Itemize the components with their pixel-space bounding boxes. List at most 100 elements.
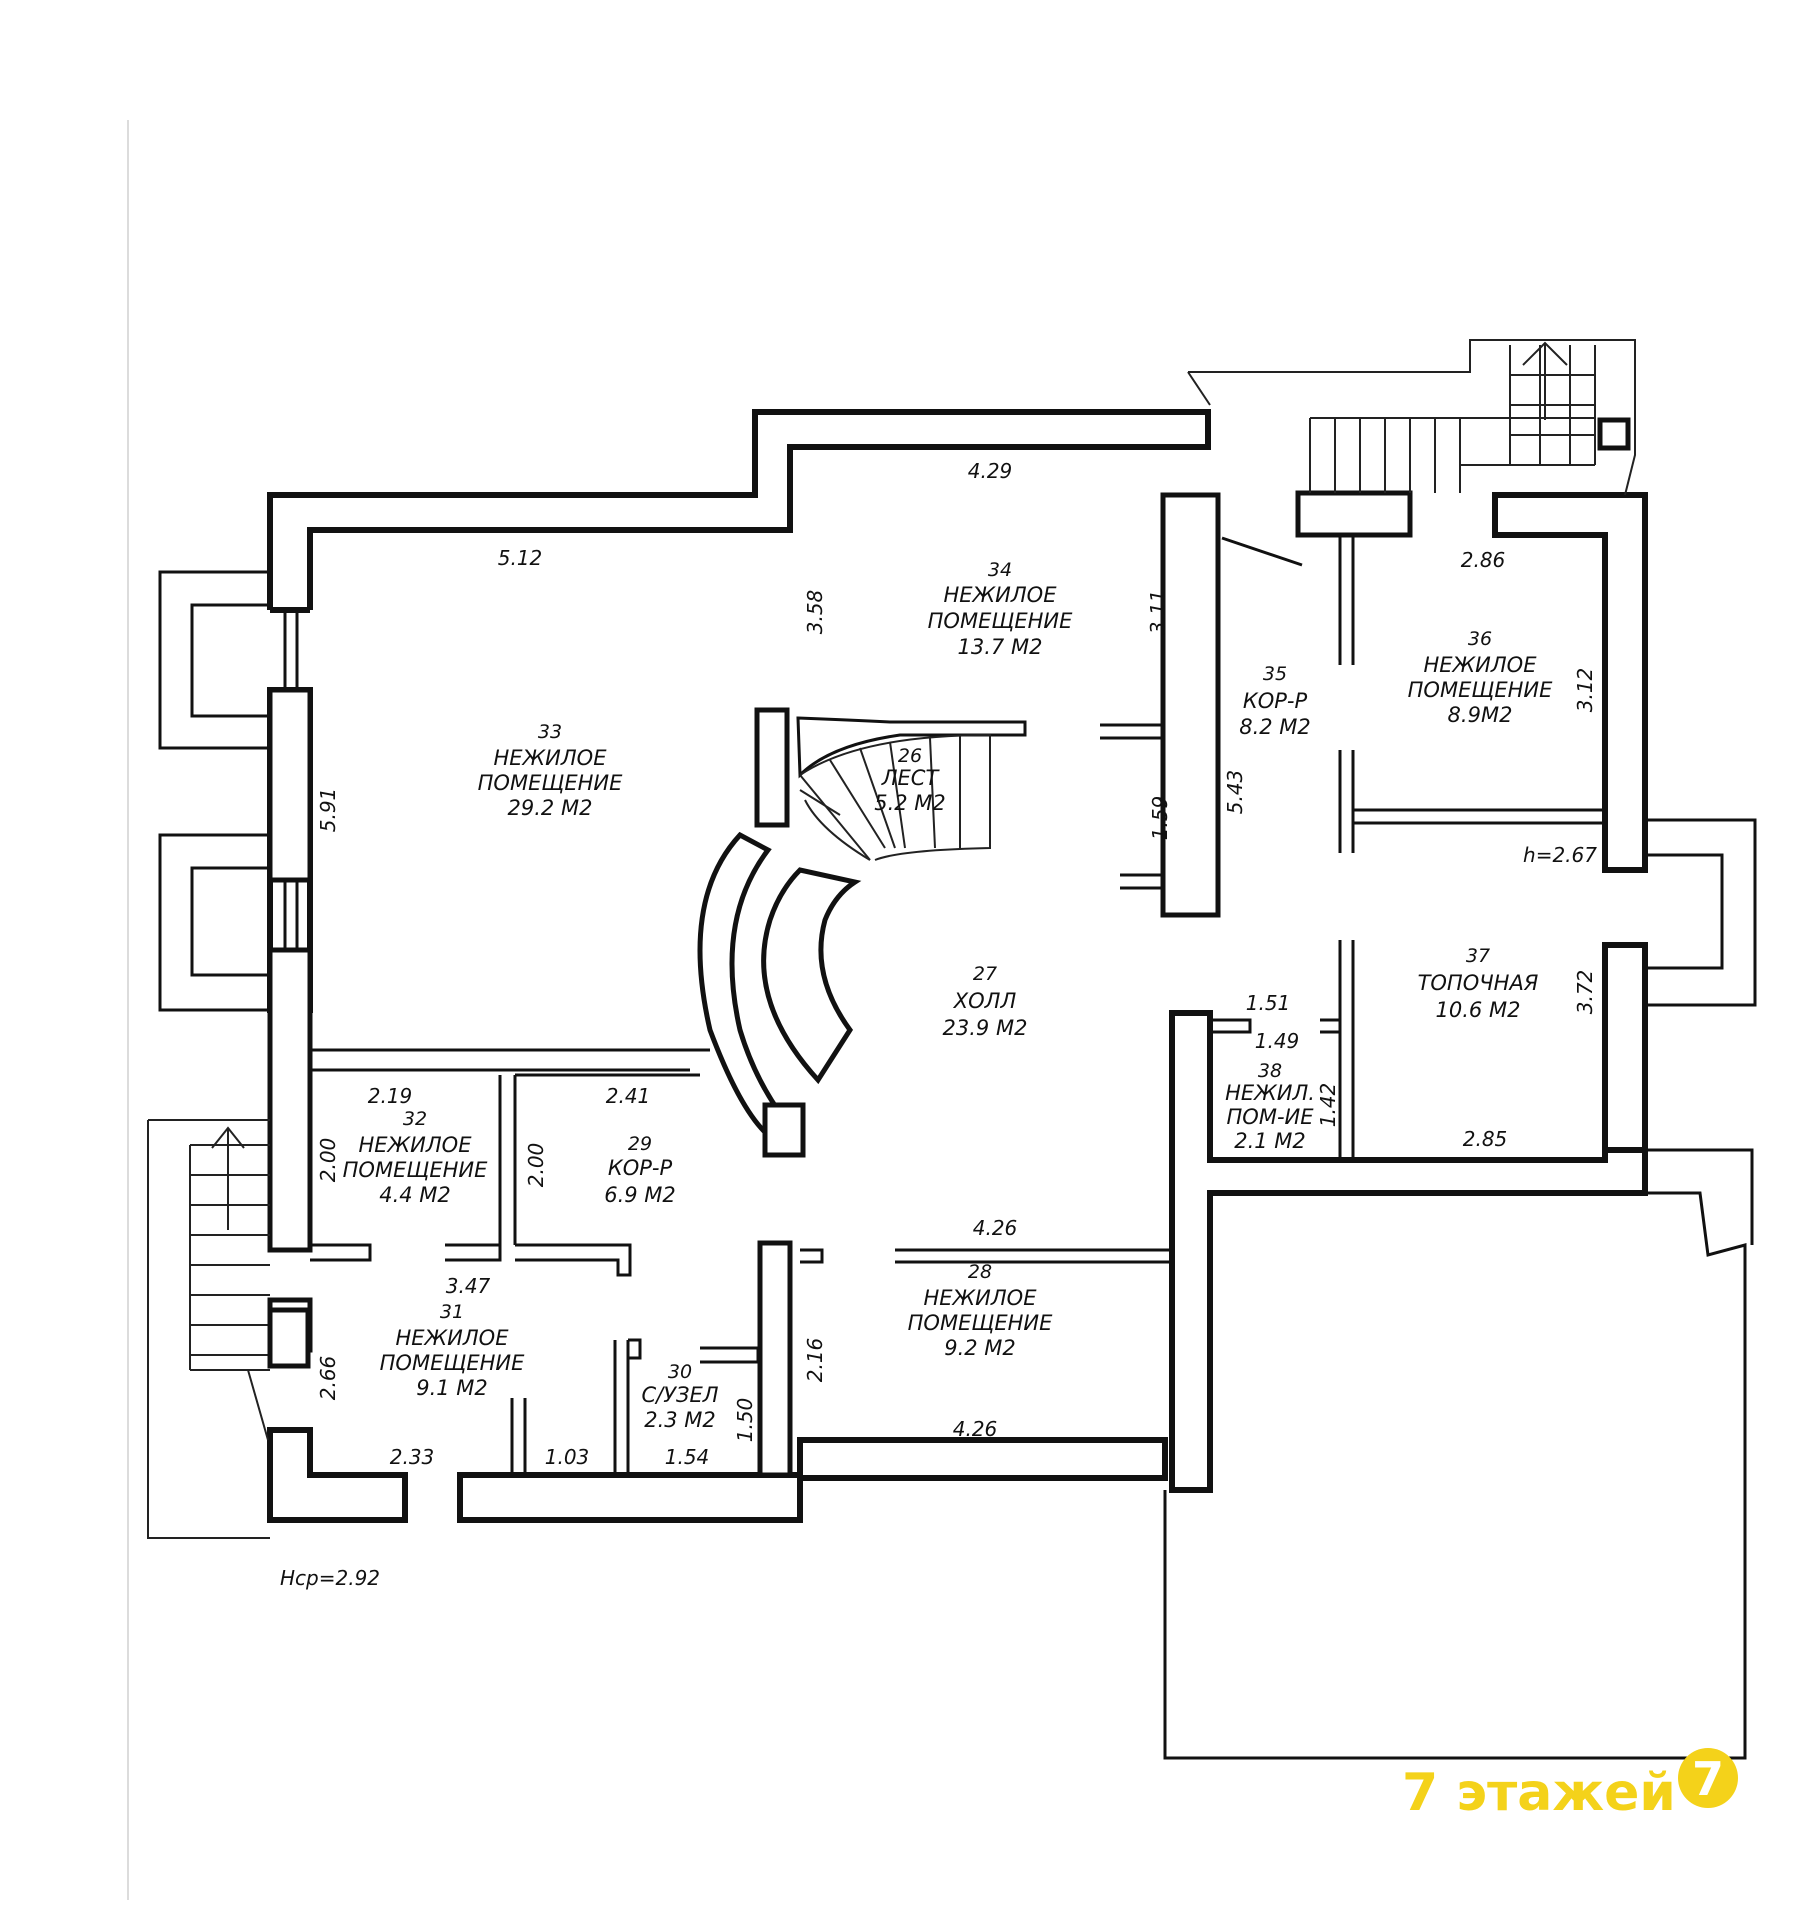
svg-text:НЕЖИЛОЕ: НЕЖИЛОЕ — [1424, 653, 1538, 677]
room-33: 33 НЕЖИЛОЕ ПОМЕЩЕНИЕ 29.2 М2 — [478, 721, 623, 820]
svg-text:2.3 М2: 2.3 М2 — [644, 1408, 716, 1432]
svg-text:29: 29 — [628, 1133, 652, 1155]
svg-text:ПОМ-ИЕ: ПОМ-ИЕ — [1227, 1105, 1315, 1129]
dim-1-03: 1.03 — [545, 1445, 590, 1469]
dim-2-41: 2.41 — [606, 1084, 651, 1108]
room-29: 29 КОР-Р 6.9 М2 — [604, 1133, 676, 1207]
dim-3-12: 3.12 — [1573, 668, 1597, 713]
dim-5-12: 5.12 — [498, 546, 543, 570]
dim-3-47: 3.47 — [446, 1274, 491, 1298]
dim-1-51: 1.51 — [1246, 991, 1291, 1015]
svg-text:ПОМЕЩЕНИЕ: ПОМЕЩЕНИЕ — [343, 1158, 488, 1182]
svg-text:30: 30 — [668, 1361, 692, 1383]
svg-text:НЕЖИЛОЕ: НЕЖИЛОЕ — [494, 746, 608, 770]
dim-2-86: 2.86 — [1461, 548, 1506, 572]
room-37: 37 ТОПОЧНАЯ 10.6 М2 — [1418, 945, 1539, 1022]
dim-2-66: 2.66 — [316, 1356, 340, 1401]
watermark-text: 7 этажей — [1402, 1763, 1676, 1823]
spiral-staircase — [697, 716, 1027, 1158]
svg-text:ЛЕСТ: ЛЕСТ — [881, 766, 941, 790]
dim-5-91: 5.91 — [316, 788, 340, 833]
corridor-left-wall — [1160, 492, 1221, 918]
dimension-labels: 4.29 5.12 3.58 3.11 2.86 3.12 5.91 1.59 … — [316, 459, 1597, 1469]
room-36: 36 НЕЖИЛОЕ ПОМЕЩЕНИЕ 8.9М2 — [1408, 628, 1553, 727]
room-34: 34 НЕЖИЛОЕ ПОМЕЩЕНИЕ 13.7 М2 — [928, 559, 1073, 659]
dim-2-00-b: 2.00 — [524, 1143, 548, 1188]
svg-text:НЕЖИЛОЕ: НЕЖИЛОЕ — [359, 1133, 473, 1157]
svg-text:34: 34 — [988, 559, 1012, 581]
dim-4-29: 4.29 — [968, 459, 1013, 483]
dim-4-26-top: 4.26 — [973, 1216, 1018, 1240]
room-38: 38 НЕЖИЛ. ПОМ-ИЕ 2.1 М2 — [1225, 1060, 1315, 1153]
left-bays — [158, 570, 299, 1012]
svg-text:КОР-Р: КОР-Р — [608, 1156, 673, 1180]
svg-text:НЕЖИЛОЕ: НЕЖИЛОЕ — [396, 1326, 510, 1350]
room-32: 32 НЕЖИЛОЕ ПОМЕЩЕНИЕ 4.4 М2 — [343, 1108, 488, 1207]
svg-text:ХОЛЛ: ХОЛЛ — [953, 989, 1017, 1013]
svg-text:2.1 М2: 2.1 М2 — [1234, 1129, 1306, 1153]
dim-1-50: 1.50 — [733, 1398, 757, 1443]
dim-1-42: 1.42 — [1316, 1083, 1340, 1128]
svg-text:23.9 М2: 23.9 М2 — [943, 1016, 1028, 1040]
room-31: 31 НЕЖИЛОЕ ПОМЕЩЕНИЕ 9.1 М2 — [380, 1301, 525, 1400]
svg-text:36: 36 — [1468, 628, 1492, 650]
top-right-external-stair — [1187, 339, 1636, 496]
average-height-note: Нср=2.92 — [280, 1566, 380, 1590]
dim-2-00-a: 2.00 — [316, 1138, 340, 1183]
dim-3-58: 3.58 — [803, 590, 827, 635]
dim-3-72: 3.72 — [1573, 970, 1597, 1015]
svg-text:32: 32 — [403, 1108, 427, 1130]
dim-2-19: 2.19 — [368, 1084, 413, 1108]
dim-1-59: 1.59 — [1148, 796, 1172, 841]
left-external-stair — [147, 1119, 311, 1539]
svg-text:ПОМЕЩЕНИЕ: ПОМЕЩЕНИЕ — [908, 1311, 1053, 1335]
dim-1-54: 1.54 — [665, 1445, 710, 1469]
svg-text:ТОПОЧНАЯ: ТОПОЧНАЯ — [1418, 971, 1539, 995]
room-28: 28 НЕЖИЛОЕ ПОМЕЩЕНИЕ 9.2 М2 — [908, 1261, 1053, 1360]
dim-2-33: 2.33 — [390, 1445, 435, 1469]
dim-2-85: 2.85 — [1463, 1127, 1508, 1151]
dim-5-43: 5.43 — [1223, 770, 1247, 815]
svg-text:4.4 М2: 4.4 М2 — [379, 1183, 451, 1207]
svg-text:6.9 М2: 6.9 М2 — [604, 1183, 676, 1207]
svg-text:28: 28 — [968, 1261, 992, 1283]
svg-text:НЕЖИЛОЕ: НЕЖИЛОЕ — [924, 1286, 1038, 1310]
svg-text:38: 38 — [1258, 1060, 1282, 1082]
svg-text:5.2 М2: 5.2 М2 — [874, 791, 946, 815]
svg-text:27: 27 — [973, 963, 997, 985]
ceiling-height-label: h=2.67 — [1523, 843, 1597, 867]
interior-walls — [310, 535, 1607, 1478]
svg-text:8.9М2: 8.9М2 — [1448, 703, 1513, 727]
left-wall-segment — [267, 947, 313, 1253]
outer-walls — [267, 409, 1757, 1760]
svg-text:26: 26 — [898, 745, 922, 767]
svg-text:НЕЖИЛОЕ: НЕЖИЛОЕ — [944, 583, 1058, 607]
svg-text:КОР-Р: КОР-Р — [1243, 689, 1308, 713]
svg-text:13.7 М2: 13.7 М2 — [958, 635, 1043, 659]
watermark-badge-icon — [1678, 1748, 1738, 1808]
svg-text:9.2 М2: 9.2 М2 — [944, 1336, 1016, 1360]
room-27: 27 ХОЛЛ 23.9 М2 — [943, 963, 1028, 1040]
svg-text:ПОМЕЩЕНИЕ: ПОМЕЩЕНИЕ — [1408, 678, 1553, 702]
watermark-logo: 7 этажей 7 — [1402, 1748, 1738, 1823]
svg-text:НЕЖИЛ.: НЕЖИЛ. — [1225, 1081, 1315, 1105]
room-30: 30 С/УЗЕЛ 2.3 М2 — [641, 1361, 718, 1432]
svg-text:С/УЗЕЛ: С/УЗЕЛ — [641, 1383, 718, 1407]
svg-text:9.1 М2: 9.1 М2 — [416, 1376, 488, 1400]
watermark-badge-number: 7 — [1692, 1752, 1724, 1806]
svg-text:10.6 М2: 10.6 М2 — [1436, 998, 1521, 1022]
dim-3-11: 3.11 — [1146, 590, 1170, 635]
dim-4-26-bottom: 4.26 — [953, 1417, 998, 1441]
svg-text:8.2 М2: 8.2 М2 — [1239, 715, 1311, 739]
svg-text:37: 37 — [1466, 945, 1490, 967]
svg-text:33: 33 — [538, 721, 562, 743]
dim-1-49: 1.49 — [1255, 1029, 1300, 1053]
room-labels: 33 НЕЖИЛОЕ ПОМЕЩЕНИЕ 29.2 М2 34 НЕЖИЛОЕ … — [343, 559, 1553, 1432]
svg-text:29.2 М2: 29.2 М2 — [508, 796, 593, 820]
entry-wall — [1295, 490, 1413, 538]
left-wall-segment — [267, 687, 313, 883]
dim-2-16: 2.16 — [803, 1338, 827, 1383]
svg-text:ПОМЕЩЕНИЕ: ПОМЕЩЕНИЕ — [928, 609, 1073, 633]
svg-text:ПОМЕЩЕНИЕ: ПОМЕЩЕНИЕ — [380, 1351, 525, 1375]
